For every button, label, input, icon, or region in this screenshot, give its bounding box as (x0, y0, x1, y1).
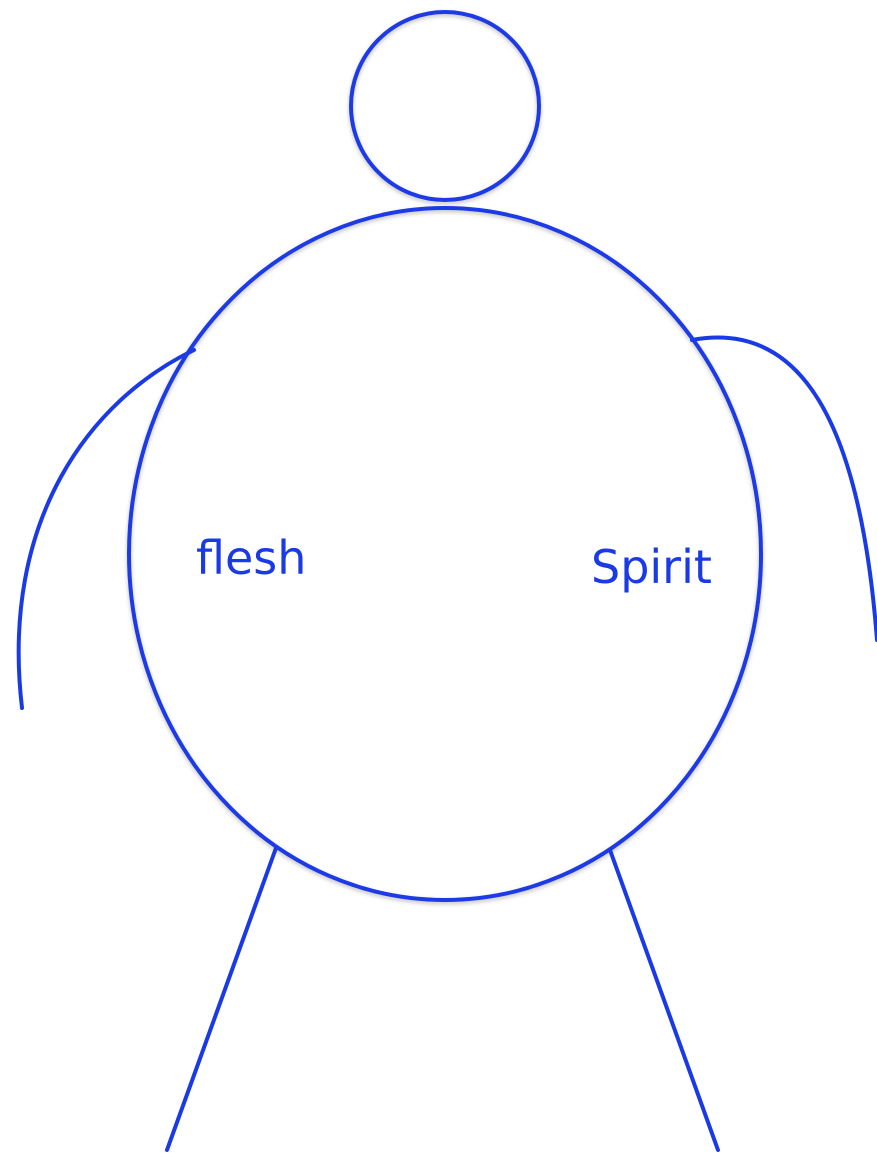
left-leg-line (167, 848, 276, 1150)
spirit-label: Spirit (591, 540, 712, 594)
right-leg-line (610, 850, 718, 1150)
left-arm-line (19, 350, 194, 708)
flesh-label: flesh (196, 531, 306, 585)
head-circle (351, 12, 539, 200)
